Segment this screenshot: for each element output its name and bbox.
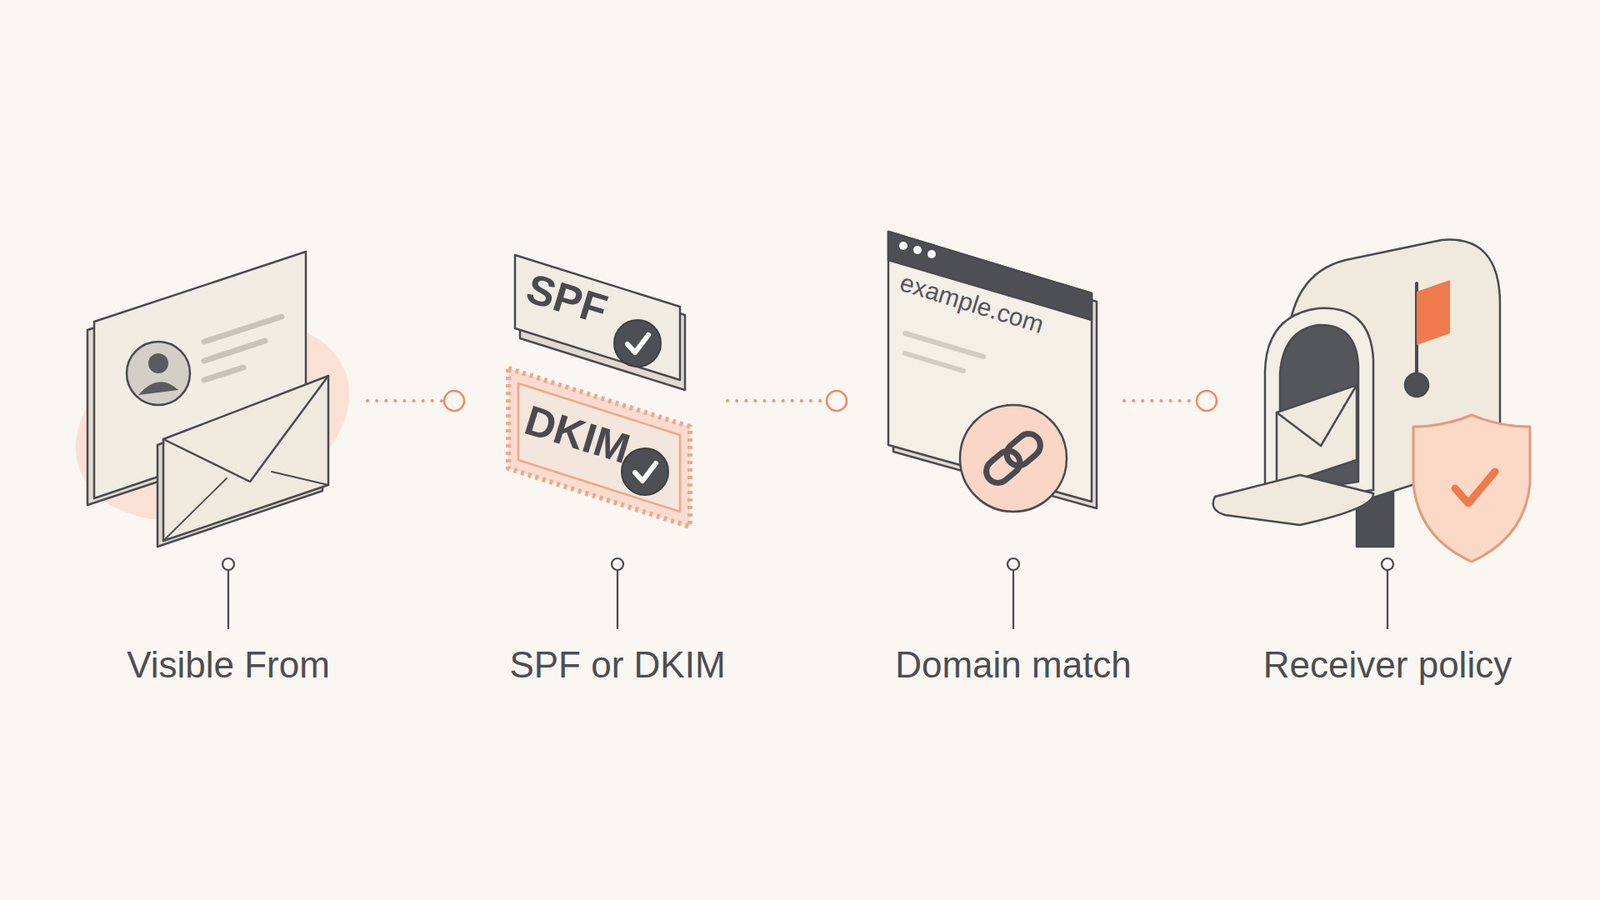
- envelope-flap: [163, 375, 329, 482]
- envelope: [163, 375, 329, 541]
- step-group: Domain matchexample.com: [846, 216, 1120, 567]
- node-outline: [883, 226, 1100, 515]
- browser-node: example.com: [883, 226, 1100, 515]
- mailbox-front: [1265, 308, 1374, 505]
- step-label: Visible From: [126, 644, 330, 686]
- dkim-stamp: DKIM: [501, 360, 699, 535]
- step-label: SPF or DKIM: [509, 644, 725, 686]
- leader-lines: [222, 558, 1394, 630]
- leader-dot: [222, 558, 235, 570]
- dotted-connector: [367, 390, 465, 411]
- step-group: Visible From: [79, 216, 363, 567]
- shield-check: [1455, 471, 1495, 504]
- connector-line: [1124, 399, 1195, 403]
- mailbox-illustration: [1213, 240, 1530, 562]
- connector-line: [367, 399, 443, 403]
- step-label: Receiver policy: [1263, 644, 1512, 686]
- window-dot: [913, 245, 922, 255]
- step-group: SPF or DKIMSPFDKIM: [464, 216, 723, 567]
- chain-link: [1001, 429, 1045, 471]
- mail-flap: [1276, 385, 1357, 446]
- link-icon: [981, 429, 1045, 488]
- leader-dot: [1007, 558, 1020, 570]
- mail-envelope: [1276, 385, 1357, 487]
- link-badge: [960, 405, 1067, 512]
- mailbox-flag: [1416, 280, 1450, 345]
- connector-line: [727, 399, 825, 403]
- envelope-fold: [163, 471, 329, 541]
- leader-line: [616, 570, 619, 630]
- dotted-connector: [727, 390, 847, 411]
- check-badge: [614, 320, 661, 367]
- page-line: [905, 353, 964, 371]
- stamp-edge: [508, 368, 690, 527]
- leader-dot: [1381, 558, 1394, 570]
- connector-end: [826, 390, 847, 411]
- check-mark: [627, 335, 649, 353]
- avatar-head: [148, 353, 169, 374]
- spf-badge: SPF: [510, 246, 690, 400]
- avatar: [126, 341, 190, 405]
- sender-illustration: [47, 251, 378, 557]
- flag-pivot: [1405, 373, 1429, 397]
- card-line: [204, 316, 282, 342]
- leader-line: [227, 570, 230, 630]
- connector-end: [444, 390, 465, 411]
- leader-dot: [611, 558, 624, 570]
- card-line: [204, 367, 244, 380]
- connector-end: [1196, 390, 1217, 411]
- shield: [1413, 415, 1530, 562]
- leader-line: [1386, 570, 1389, 630]
- check-badge: [621, 448, 669, 495]
- leader-line: [1012, 570, 1015, 630]
- page-line: [905, 333, 984, 357]
- window-dot: [899, 241, 908, 250]
- step-label: Domain match: [895, 644, 1132, 686]
- badge-face: [515, 255, 680, 380]
- dotted-connector: [1124, 390, 1217, 411]
- check-mark: [635, 463, 656, 481]
- card-line: [204, 340, 265, 361]
- avatar-body: [138, 381, 179, 395]
- stamp-face: [518, 383, 680, 512]
- window-dot: [927, 250, 936, 259]
- mailbox-door: [1213, 475, 1374, 525]
- step-group: Receiver policy: [1216, 216, 1534, 567]
